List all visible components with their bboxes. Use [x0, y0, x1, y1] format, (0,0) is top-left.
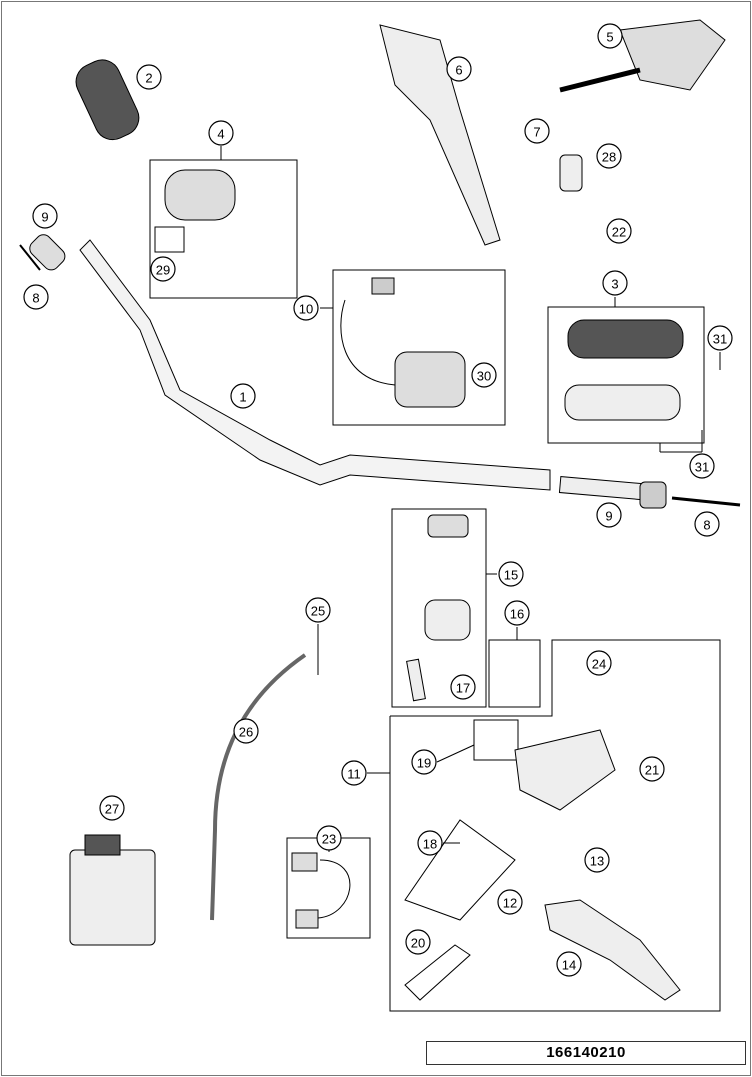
- svg-text:12: 12: [503, 896, 517, 911]
- throttle-tube: [564, 384, 681, 421]
- svg-text:11: 11: [347, 767, 361, 782]
- mirror: [619, 19, 726, 91]
- switch-left: [164, 169, 236, 221]
- svg-text:26: 26: [239, 725, 253, 740]
- svg-text:25: 25: [311, 604, 325, 619]
- svg-text:14: 14: [562, 958, 576, 973]
- callout-26: 26: [233, 718, 259, 744]
- cable: [340, 299, 396, 386]
- svg-text:16: 16: [510, 607, 524, 622]
- callout-6: 6: [446, 56, 472, 82]
- box-20: [404, 944, 471, 1001]
- callout-3: 3: [602, 270, 628, 296]
- callout-13: 13: [584, 847, 610, 873]
- svg-text:1: 1: [239, 390, 246, 405]
- svg-text:30: 30: [477, 369, 491, 384]
- callout-21: 21: [639, 756, 665, 782]
- svg-text:7: 7: [533, 125, 540, 140]
- drawing-number: 166140210: [426, 1041, 746, 1065]
- callout-16: 16: [504, 600, 530, 626]
- svg-text:28: 28: [602, 150, 616, 165]
- svg-text:10: 10: [299, 302, 313, 317]
- switch-right: [394, 351, 466, 408]
- callout-1: 1: [230, 383, 256, 409]
- callout-27: 27: [99, 795, 125, 821]
- svg-text:13: 13: [590, 854, 604, 869]
- callout-30: 30: [471, 362, 497, 388]
- callout-23: 23: [316, 825, 342, 851]
- svg-text:8: 8: [703, 518, 710, 533]
- svg-text:9: 9: [41, 210, 48, 225]
- svg-text:22: 22: [612, 225, 626, 240]
- svg-text:15: 15: [504, 568, 518, 583]
- callout-15: 15: [498, 561, 524, 587]
- svg-text:24: 24: [592, 657, 606, 672]
- svg-text:18: 18: [423, 837, 437, 852]
- callout-24: 24: [586, 650, 612, 676]
- callout-10: 10: [293, 295, 319, 321]
- svg-text:31: 31: [695, 460, 709, 475]
- callout-18: 18: [417, 830, 443, 856]
- svg-text:8: 8: [32, 291, 39, 306]
- callout-8: 8: [23, 284, 49, 310]
- callout-8: 8: [694, 511, 720, 537]
- svg-text:27: 27: [105, 802, 119, 817]
- bar-end-right: [558, 476, 652, 501]
- box-switch-right: [332, 269, 506, 426]
- svg-text:17: 17: [456, 681, 470, 696]
- svg-text:29: 29: [156, 263, 170, 278]
- box-screws-29: [154, 226, 185, 253]
- reservoir-cap: [427, 514, 469, 538]
- svg-text:3: 3: [611, 277, 618, 292]
- callout-31: 31: [689, 453, 715, 479]
- adapter-28: [559, 154, 583, 192]
- clutch-lever: [544, 899, 681, 1001]
- grip-left: [75, 59, 140, 141]
- svg-text:21: 21: [645, 763, 659, 778]
- brake-guard: [379, 24, 501, 246]
- callout-12: 12: [497, 889, 523, 915]
- callout-11: 11: [341, 760, 367, 786]
- box-reservoir: [391, 508, 487, 708]
- callout-4: 4: [208, 120, 234, 146]
- reservoir: [424, 599, 471, 641]
- callout-14: 14: [556, 951, 582, 977]
- handlebar: [79, 239, 551, 491]
- grip-right: [567, 319, 684, 359]
- callout-31: 31: [707, 325, 733, 351]
- callout-29: 29: [150, 256, 176, 282]
- svg-text:20: 20: [411, 936, 425, 951]
- svg-text:23: 23: [322, 832, 336, 847]
- svg-text:31: 31: [713, 332, 727, 347]
- box-19: [473, 719, 519, 761]
- bar-end-left: [29, 234, 66, 271]
- svg-text:9: 9: [605, 509, 612, 524]
- svg-text:4: 4: [217, 127, 224, 142]
- box-bracket: [488, 639, 541, 708]
- master-cylinder: [514, 729, 616, 811]
- svg-text:19: 19: [417, 756, 431, 771]
- callout-9: 9: [596, 502, 622, 528]
- oil-can: [69, 849, 156, 946]
- box-master-cylinder: [389, 639, 721, 1012]
- callout-17: 17: [450, 674, 476, 700]
- box-switch-left: [149, 159, 298, 299]
- hose: [210, 653, 307, 921]
- callout-19: 19: [411, 749, 437, 775]
- svg-text:6: 6: [455, 63, 462, 78]
- callout-28: 28: [596, 143, 622, 169]
- callout-5: 5: [597, 23, 623, 49]
- callout-22: 22: [606, 218, 632, 244]
- callout-20: 20: [405, 929, 431, 955]
- box-grips: [547, 306, 705, 444]
- callout-9: 9: [32, 203, 58, 229]
- callout-7: 7: [524, 118, 550, 144]
- svg-text:2: 2: [145, 71, 152, 86]
- svg-text:5: 5: [606, 30, 613, 45]
- callout-2: 2: [136, 64, 162, 90]
- callout-25: 25: [305, 597, 331, 623]
